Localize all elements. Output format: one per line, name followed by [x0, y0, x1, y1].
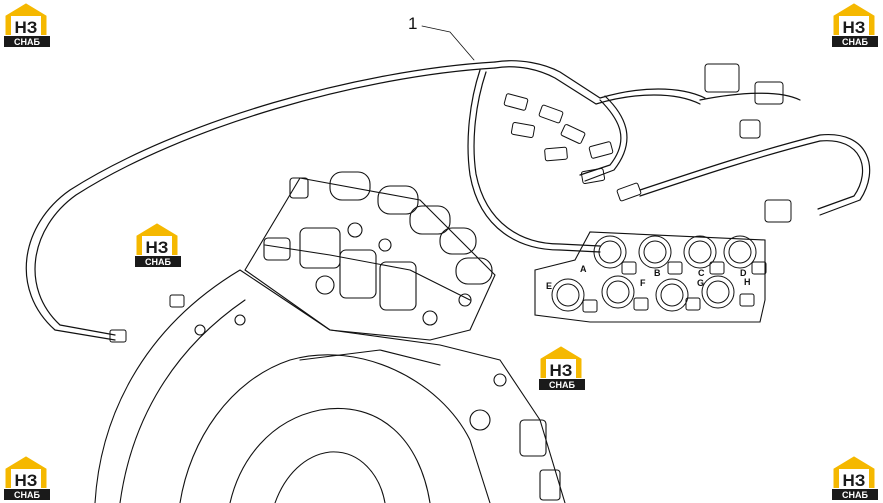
harness-connector — [109, 63, 792, 343]
logo-mark-text: НЗ — [843, 18, 866, 37]
valve-block-plan-view — [534, 231, 767, 323]
valve-block-assembly — [244, 171, 496, 341]
logo-caption-band — [832, 36, 878, 47]
port-letter-c: C — [698, 268, 705, 278]
harness-branch-cable — [494, 60, 706, 99]
logo-inner-panel — [11, 469, 41, 488]
port-letter-e: E — [546, 281, 552, 291]
logo-caption-text: СНАБ — [145, 257, 171, 267]
transmission-housing — [94, 269, 566, 503]
logo-inner-panel — [546, 359, 576, 378]
harness-main-cable — [25, 61, 496, 341]
logo-caption-text: СНАБ — [14, 37, 40, 47]
logo-mark-text: НЗ — [550, 361, 573, 380]
port-letter-f: F — [640, 278, 646, 288]
logo-caption-band — [832, 489, 878, 500]
logo-inner-panel — [839, 16, 869, 35]
logo-caption-text: СНАБ — [14, 490, 40, 500]
logo-mark-text: НЗ — [15, 471, 38, 490]
port-letter-h: H — [744, 277, 751, 287]
logo-inner-panel — [839, 469, 869, 488]
logo-inner-panel — [11, 16, 41, 35]
logo-inner-panel — [142, 236, 172, 255]
port-letter-d: D — [740, 268, 747, 278]
port-letter-a: A — [580, 264, 587, 274]
logo-mark-text: НЗ — [843, 471, 866, 490]
logo-caption-band — [4, 489, 50, 500]
logo-caption-text: СНАБ — [842, 37, 868, 47]
callout-leader-line — [421, 25, 475, 61]
logo-caption-text: СНАБ — [549, 380, 575, 390]
callout-number: 1 — [408, 14, 418, 33]
port-letter-b: B — [654, 268, 661, 278]
valve-port — [551, 235, 757, 312]
logo-caption-band — [135, 256, 181, 267]
logo-mark-text: НЗ — [15, 18, 38, 37]
port-plug — [582, 261, 767, 313]
logo-mark-text: НЗ — [146, 238, 169, 257]
logo-caption-text: СНАБ — [842, 490, 868, 500]
logo-caption-band — [4, 36, 50, 47]
logo-caption-band — [539, 379, 585, 390]
port-letter-g: G — [697, 278, 704, 288]
